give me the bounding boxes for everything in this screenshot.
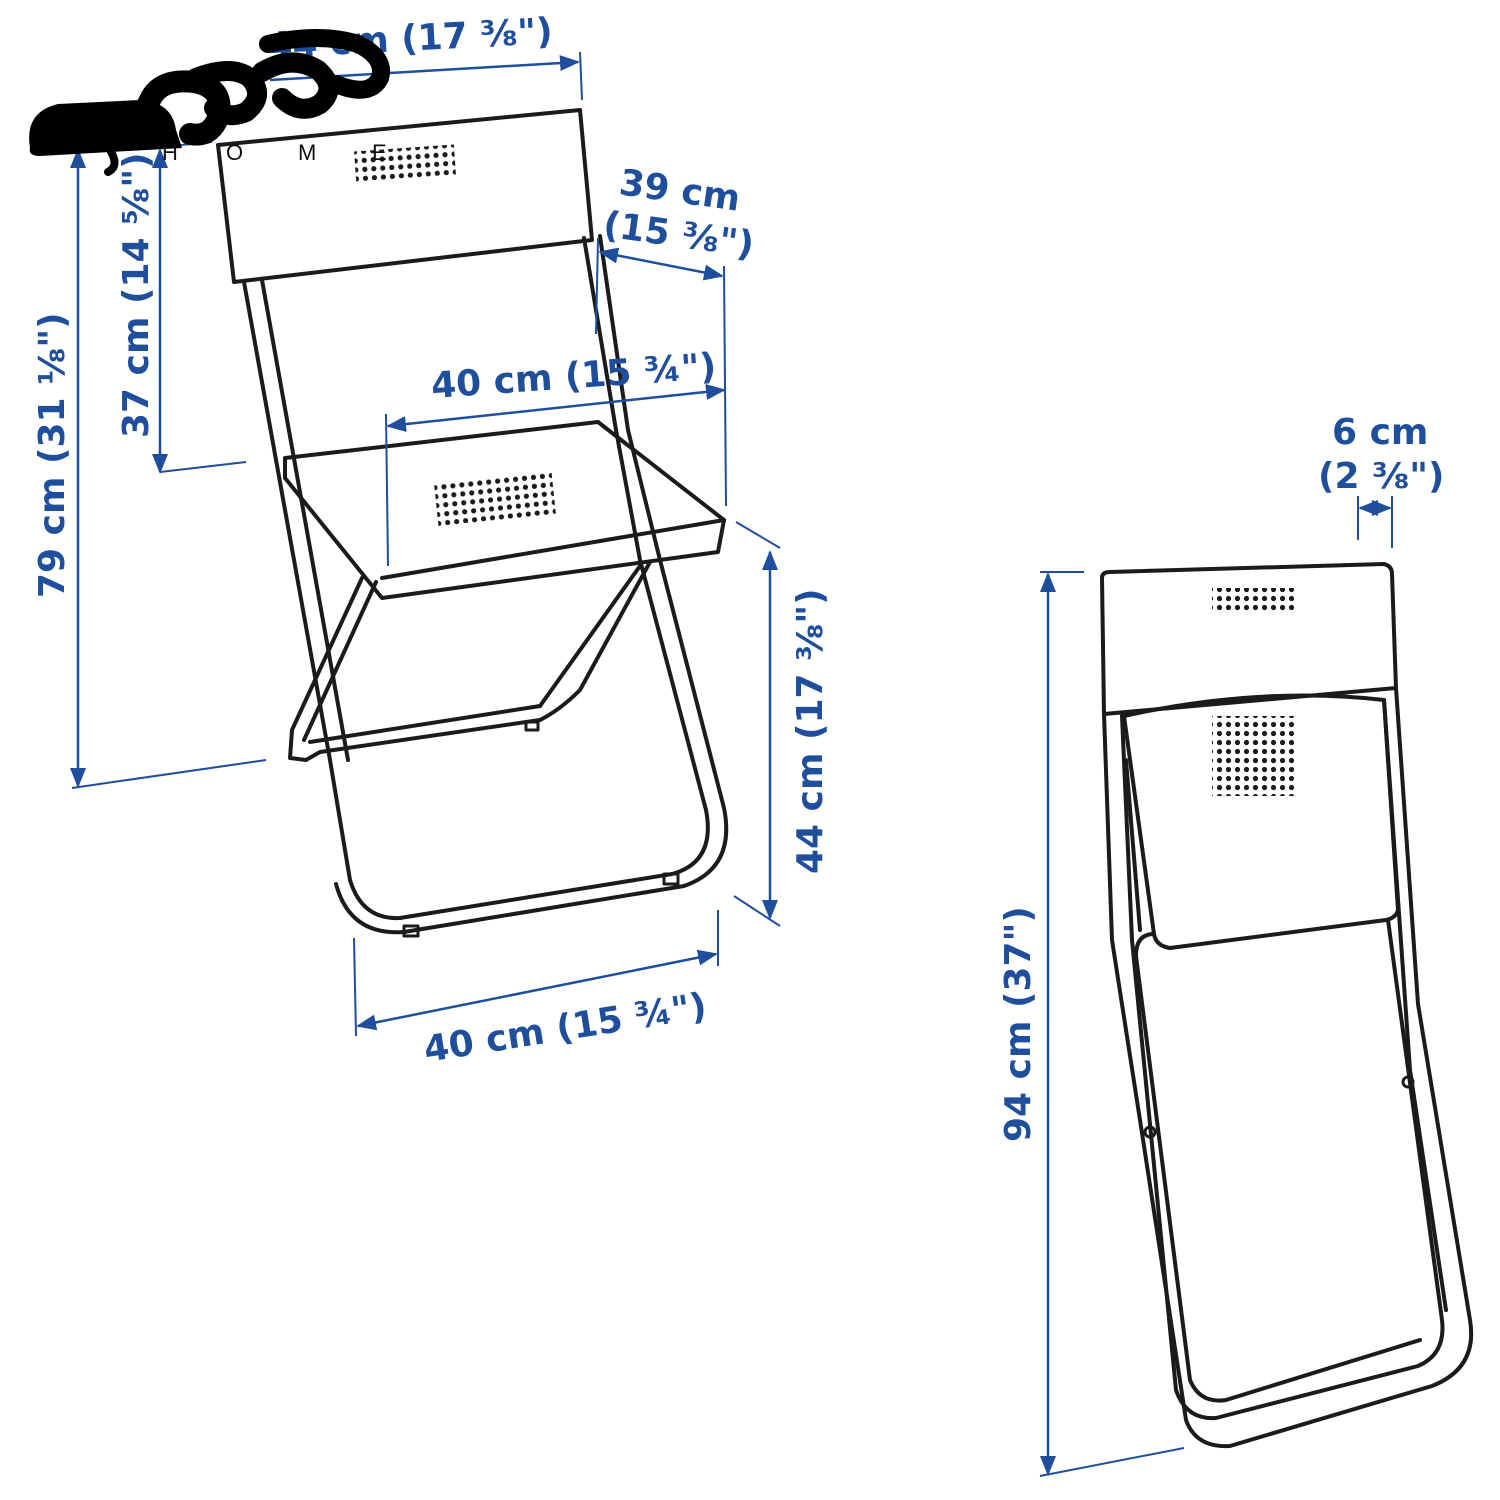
backrest-grip bbox=[354, 144, 456, 182]
unfolded-chair bbox=[216, 108, 729, 938]
logo-letter-m: M bbox=[298, 140, 316, 165]
seat-grip bbox=[434, 471, 556, 527]
folded-front-leg bbox=[1134, 932, 1422, 1403]
logo-letter-h: H bbox=[162, 140, 178, 165]
dim-line-base-width bbox=[356, 949, 718, 1031]
logo-shape-4 bbox=[252, 52, 339, 119]
folded-chair bbox=[1100, 562, 1474, 1449]
label-back-height: 37 cm (14 ⅝") bbox=[116, 152, 157, 438]
folded-backrest-grip bbox=[1212, 588, 1298, 612]
frame-back-left-inner bbox=[260, 278, 350, 762]
hinge-left bbox=[1143, 1125, 1157, 1139]
label-total-height: 79 cm (31 ⅛") bbox=[32, 312, 73, 598]
frame-cross-left bbox=[288, 576, 364, 762]
label-folded-depth: 6 cm bbox=[1332, 412, 1428, 453]
frame-cross-right bbox=[538, 560, 652, 722]
dim-line-seat-depth bbox=[598, 247, 724, 281]
logo-letter-o: O bbox=[226, 140, 243, 165]
dimension-labels: 44 cm (17 ⅜") 39 cm (15 ⅜") 40 cm (15 ¾"… bbox=[32, 11, 1445, 1142]
foot-cap-left bbox=[402, 924, 420, 938]
backrest-panel bbox=[216, 108, 594, 284]
folded-frame-outer bbox=[1102, 686, 1474, 1449]
foot-cap-right bbox=[662, 872, 680, 886]
frame-cross-right-inner bbox=[538, 564, 642, 708]
label-base-width: 40 cm (15 ¾") bbox=[421, 986, 709, 1071]
frame-stretcher bbox=[304, 718, 542, 762]
folded-backrest bbox=[1100, 562, 1398, 716]
label-seat-width: 40 cm (15 ¾") bbox=[430, 346, 718, 407]
seat-edge bbox=[380, 518, 726, 580]
frame-rear-leg-outer bbox=[334, 428, 729, 935]
brand-logo: H O M E bbox=[29, 29, 390, 176]
frame-stretcher-inner bbox=[308, 704, 542, 744]
label-folded-depth-in: (2 ⅜") bbox=[1318, 456, 1445, 497]
folded-rail-left bbox=[1124, 758, 1142, 932]
folded-rail-right bbox=[1382, 698, 1448, 1312]
label-seat-height: 44 cm (17 ⅜") bbox=[790, 588, 831, 874]
folded-seat-grip bbox=[1212, 716, 1298, 796]
folded-frame-inner bbox=[1120, 714, 1445, 1421]
dimension-lines bbox=[70, 51, 1393, 1477]
logo-shape-5 bbox=[259, 29, 390, 99]
frame-cross-left-inner bbox=[302, 580, 378, 742]
logo-letter-e: E bbox=[372, 140, 387, 165]
hinge-right bbox=[1401, 1075, 1415, 1089]
foot-cap-mid bbox=[524, 720, 540, 732]
frame-back-left bbox=[242, 280, 332, 762]
logo-shape-6 bbox=[104, 146, 119, 176]
dim-line-seat-width bbox=[386, 383, 726, 433]
logo-shape-3 bbox=[186, 61, 267, 126]
label-folded-height: 94 cm (37") bbox=[998, 906, 1039, 1142]
